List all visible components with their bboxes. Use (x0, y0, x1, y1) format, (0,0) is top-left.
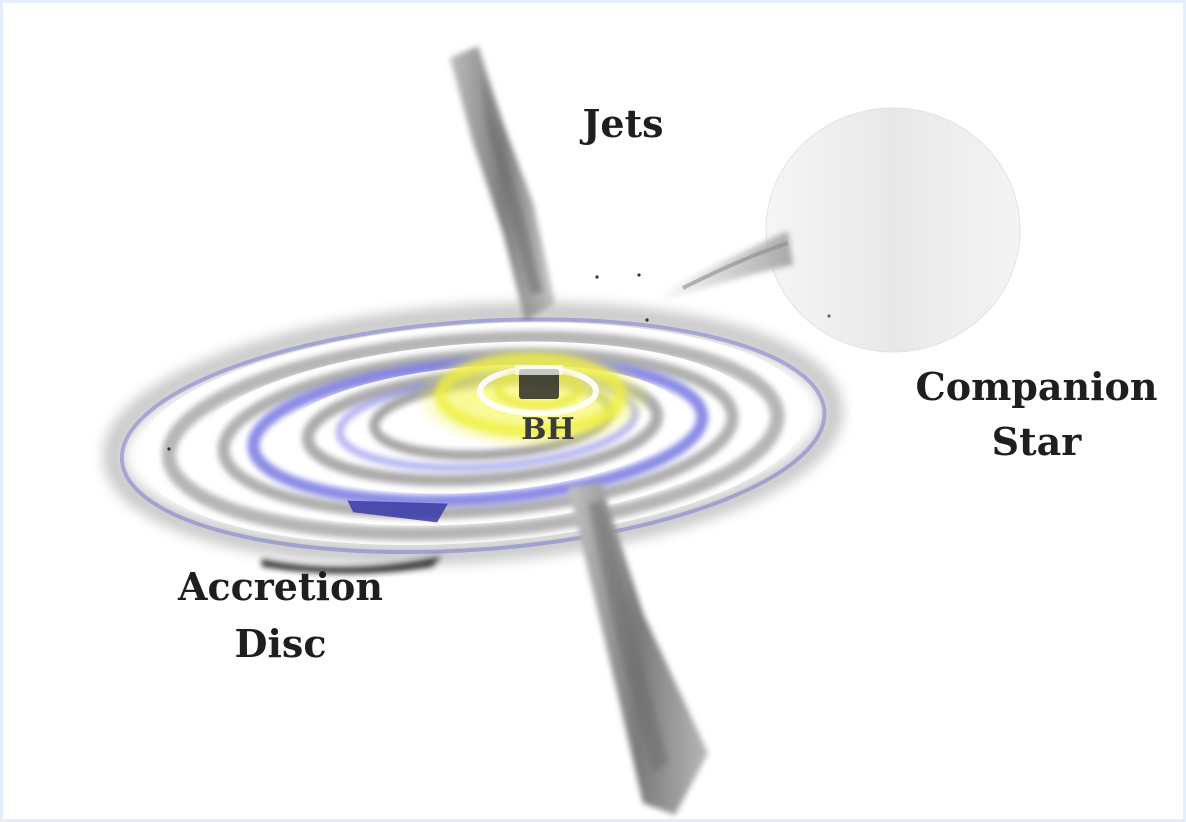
dot-marker (595, 275, 599, 279)
black-hole-label: BH (521, 412, 575, 447)
companion-star-label-line2: Star (991, 419, 1082, 464)
jets-label: Jets (582, 101, 664, 146)
dot-marker (167, 447, 171, 451)
accretion-disc-label-line1: Accretion (178, 564, 383, 609)
companion-star-label-line1: Companion (915, 364, 1158, 409)
upper-jet (450, 46, 555, 321)
companion-star (765, 107, 1021, 353)
lower-jet (568, 483, 708, 815)
x-ray-binary-illustration (102, 46, 1021, 815)
black-hole (515, 365, 563, 399)
dot-marker (645, 318, 649, 322)
dot-marker (637, 273, 641, 277)
mass-transfer-stream (658, 231, 793, 301)
accretion-disc-label-line2: Disc (234, 621, 327, 666)
